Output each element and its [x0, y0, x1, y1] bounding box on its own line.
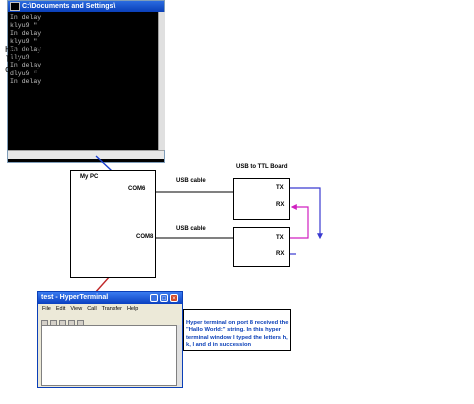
- usb-cable-bottom-label: USB cable: [176, 226, 206, 232]
- console-window[interactable]: C:\Documents and Settings\ In delay klyu…: [7, 0, 165, 163]
- usb-cable-top-label: USB cable: [176, 178, 206, 184]
- menu-edit[interactable]: Edit: [55, 306, 66, 312]
- menu-call[interactable]: Call: [87, 306, 97, 312]
- menu-file[interactable]: File: [42, 306, 51, 312]
- my-pc-box: [70, 170, 156, 278]
- tx-top-label: TX: [276, 185, 284, 191]
- hyperterminal-output: Hello World:¡Hello World llo World:¡Hell…: [5, 45, 135, 75]
- console-title: C:\Documents and Settings\: [22, 3, 116, 10]
- console-vertical-scrollbar[interactable]: [158, 12, 165, 150]
- hyperterminal-screen[interactable]: [41, 325, 177, 386]
- usb-ttl-board-top: [233, 178, 290, 220]
- my-pc-label: My PC: [80, 174, 99, 180]
- hyperterminal-toolbar: [41, 314, 101, 327]
- hyperterminal-vertical-scrollbar[interactable]: [177, 325, 182, 386]
- hyperterminal-window[interactable]: test - HyperTerminal _ □ × File Edit View C…: [37, 291, 183, 388]
- hyperterminal-menu-bar: File Edit View Call Transfer Help: [42, 306, 143, 312]
- minimize-button[interactable]: _: [150, 294, 158, 302]
- annotation-box: [183, 309, 291, 351]
- hyperterminal-title-bar[interactable]: test - HyperTerminal: [38, 292, 182, 304]
- com8-label: COM8: [136, 234, 154, 240]
- console-title-bar[interactable]: C:\Documents and Settings\: [8, 1, 164, 12]
- rx-top-label: RX: [276, 202, 285, 208]
- menu-transfer[interactable]: Transfer: [101, 306, 122, 312]
- menu-view[interactable]: View: [70, 306, 83, 312]
- tx-to-rx-wire-magenta: [289, 204, 309, 239]
- console-app-icon: [10, 2, 20, 11]
- close-button[interactable]: ×: [170, 294, 178, 302]
- tx-bottom-label: TX: [276, 235, 284, 241]
- hyperterminal-title: test - HyperTerminal: [41, 294, 109, 301]
- maximize-button[interactable]: □: [160, 294, 168, 302]
- usb-ttl-board-bottom: [233, 227, 290, 267]
- menu-help[interactable]: Help: [126, 306, 139, 312]
- console-output: In delay klyu9 " In delay klyu9 " In del…: [10, 14, 42, 85]
- com6-label: COM6: [128, 186, 146, 192]
- tx-to-rx-wire: [289, 187, 323, 240]
- usb-to-ttl-label: USB to TTL Board: [236, 164, 288, 170]
- console-horizontal-scrollbar[interactable]: [8, 150, 164, 159]
- rx-bottom-label: RX: [276, 251, 285, 257]
- annotation-text: Hyper terminal on port 8 received the "H…: [186, 320, 289, 349]
